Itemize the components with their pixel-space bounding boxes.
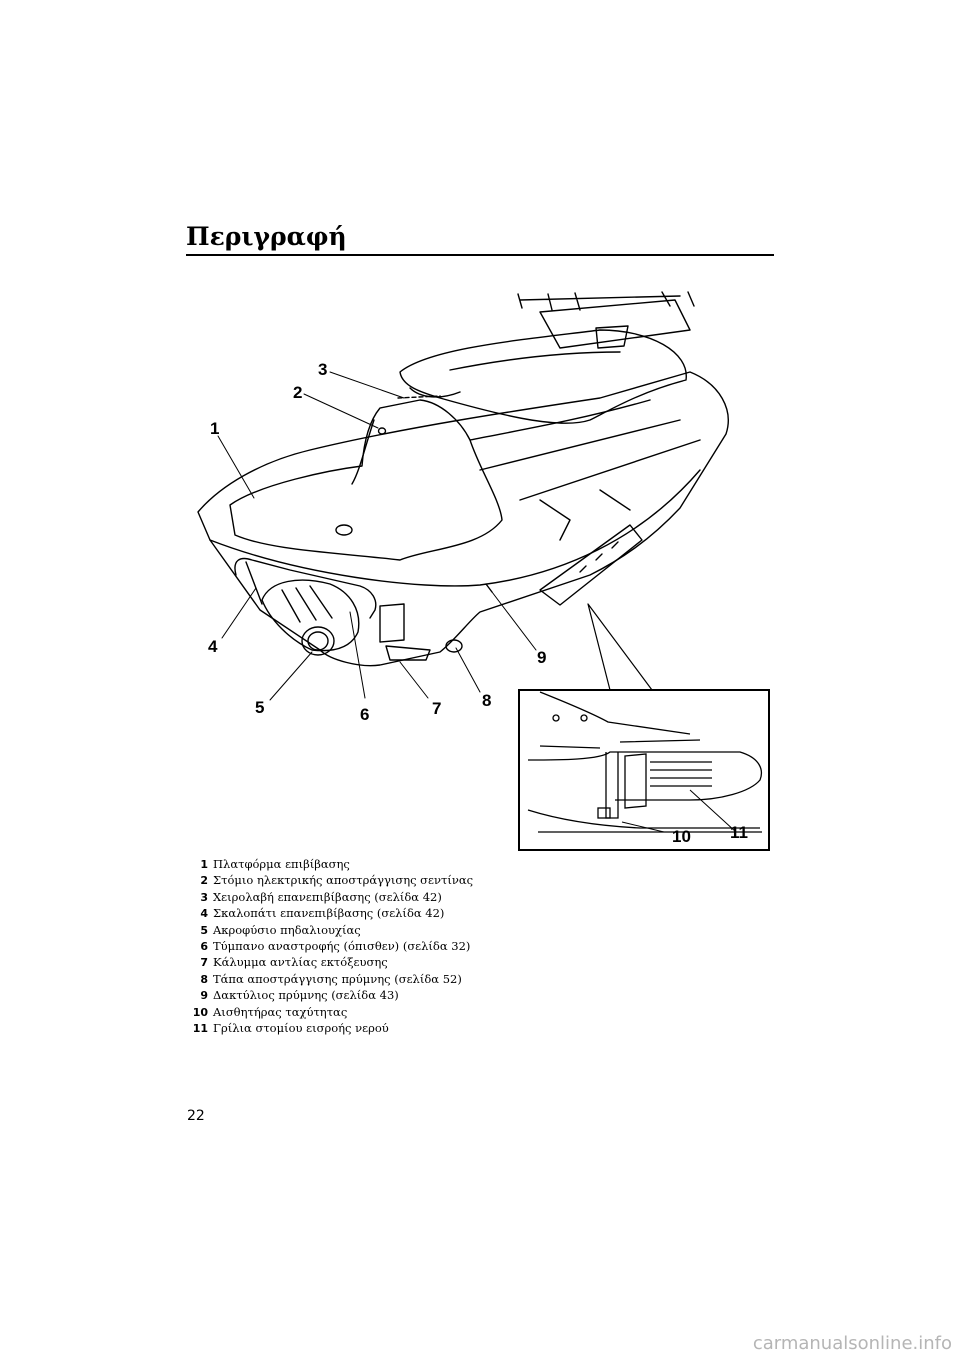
detail-inset [518,689,770,851]
legend-item: 9 Δακτύλιος πρύμνης (σελίδα 43) [178,987,473,1003]
callout-7: 7 [432,699,441,718]
reboarding-step [234,557,377,619]
page-number: 22 [187,1108,205,1124]
legend-item: 4 Σκαλοπάτι επανεπιβίβασης (σελίδα 42) [178,905,473,921]
page-title: Περιγραφή [186,222,347,251]
watermark[interactable]: carmanualsonline.info [752,1333,952,1354]
hull [197,371,729,667]
callout-2: 2 [293,383,302,402]
legend-item: 7 Κάλυμμα αντλίας εκτόξευσης [178,954,473,970]
legend-item: 6 Τύμπανο αναστροφής (όπισθεν) (σελίδα 32… [178,938,473,954]
legend-item: 5 Ακροφύσιο πηδαλιουχίας [178,922,473,938]
legend-number: 2 [200,874,208,888]
legend-number: 3 [200,890,208,904]
legend-text: Στόμιο ηλεκτρικής αποστράγγισης σεντίνας [213,873,474,888]
legend-number: 4 [200,907,208,921]
legend-text: Κάλυμμα αντλίας εκτόξευσης [213,955,388,970]
callout-11: 11 [730,823,748,842]
callout-8: 8 [482,691,491,710]
callout-4: 4 [208,637,218,656]
legend-text: Ακροφύσιο πηδαλιουχίας [213,922,361,937]
boarding-platform [229,399,503,561]
legend-text: Πλατφόρμα επιβίβασης [213,857,350,871]
legend-text: Γρίλια στομίου εισροής νερού [213,1020,389,1035]
legend-number: 5 [200,923,208,937]
seat [399,329,687,424]
legend-text: Τάπα αποστράγγισης πρύμνης (σελίδα 52) [213,971,462,986]
callout-6: 6 [360,705,369,724]
legend-number: 8 [200,972,208,986]
callout-3: 3 [318,360,327,379]
legend-item: 8 Τάπα αποστράγγισης πρύμνης (σελίδα 52) [178,971,473,987]
handlebar [517,291,695,311]
legend-number: 10 [192,1005,208,1019]
legend-number: 9 [200,989,208,1003]
intake-grille-shape [650,761,712,787]
legend-number: 6 [200,939,208,953]
legend-item: 1 Πλατφόρμα επιβίβασης [178,856,473,872]
legend-text: Τύμπανο αναστροφής (όπισθεν) (σελίδα 32) [213,938,471,953]
watercraft-illustration: 1 2 3 4 5 6 7 8 9 10 11 [197,291,770,851]
stern-eye-shape [485,583,493,593]
callout-5: 5 [255,698,264,717]
legend-text: Αισθητήρας ταχύτητας [213,1004,348,1019]
callout-1: 1 [210,419,219,438]
legend-item: 10 Αισθητήρας ταχύτητας [178,1004,473,1020]
legend-text: Σκαλοπάτι επανεπιβίβασης (σελίδα 42) [213,906,445,921]
legend-item: 3 Χειρολαβή επανεπιβίβασης (σελίδα 42) [178,889,473,905]
speed-sensor-shape [597,807,611,819]
callout-9: 9 [537,648,546,667]
jet-nozzle [261,579,360,652]
legend-text: Χειρολαβή επανεπιβίβασης (σελίδα 42) [213,889,442,904]
stern-drain-plug-shape [445,639,463,653]
legend-number: 1 [200,858,208,871]
legend-number: 7 [200,956,208,970]
legend-text: Δακτύλιος πρύμνης (σελίδα 43) [213,988,399,1003]
callout-10: 10 [672,827,691,846]
legend-number: 11 [192,1021,208,1035]
title-rule [186,254,774,256]
legend-item: 2 Στόμιο ηλεκτρικής αποστράγγισης σεντίνα… [178,872,473,888]
legend: 1 Πλατφόρμα επιβίβασης 2 Στόμιο ηλεκτρικής… [178,856,473,1036]
legend-item: 11 Γρίλια στομίου εισροής νερού [178,1020,473,1036]
